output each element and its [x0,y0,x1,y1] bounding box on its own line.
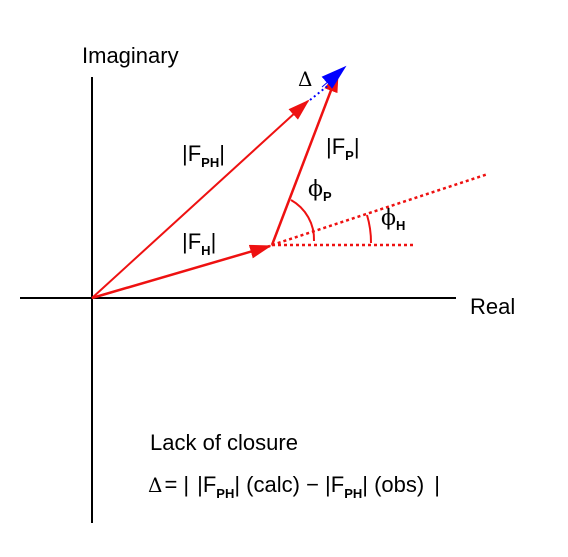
svg-text:ϕP: ϕP [308,177,332,204]
phi-p-arc [290,199,316,242]
phi-h-sub: H [396,218,405,233]
real-axis-label: Real [470,294,515,319]
eq-sub2: PH [344,486,362,501]
fh-label-sub: H [201,243,210,258]
fph-label-sub: PH [201,155,219,170]
fph-label-bar: | [182,141,188,166]
fph-label-bar-end: | [219,141,225,166]
svg-text:|FP|: |FP| [326,134,360,163]
eq-bar1: |F [197,472,216,497]
phi-h-symbol: ϕ [381,206,396,231]
svg-text:|FPH|: |FPH| [182,141,225,170]
fph-vector [91,99,310,299]
fp-label: |FP| [326,134,360,163]
eq-equals: = | [164,472,189,497]
caption-title: Lack of closure [150,430,298,455]
delta-arrow [321,65,347,89]
phase-h-reference-line [271,172,489,247]
fp-vector [270,70,340,246]
eq-delta: Δ [148,473,162,497]
fp-label-bar-end: | [354,134,360,159]
svg-text:|FH|: |FH| [182,229,216,258]
svg-text:ϕH: ϕH [381,206,405,233]
imaginary-axis-label: Imaginary [82,43,179,68]
caption-equation: Δ= ||FPH| (calc) − |FPH| (obs)| [148,472,440,501]
eq-end: | [434,472,440,497]
fh-label-f: F [188,229,201,254]
eq-calc: | (calc) − |F [234,472,344,497]
fph-label: |FPH| [182,141,225,170]
svg-text:Δ= ||FPH| (calc) − |FPH| (obs): Δ= ||FPH| (calc) − |FPH| (obs)| [148,472,440,501]
fh-label-bar-end: | [211,229,217,254]
fp-label-sub: P [345,148,354,163]
delta-label: Δ [298,67,312,91]
fph-label-f: F [188,141,201,166]
fp-label-f: F [332,134,345,159]
fh-label-bar: | [182,229,188,254]
fp-label-bar: | [326,134,332,159]
fh-label: |FH| [182,229,216,258]
phi-p-label: ϕP [308,177,332,204]
phi-p-sub: P [323,189,332,204]
phi-h-label: ϕH [381,206,405,233]
phi-h-arc [366,214,373,244]
fh-vector [91,244,272,300]
phi-p-symbol: ϕ [308,177,323,202]
eq-obs: | (obs) [362,472,424,497]
eq-sub1: PH [216,486,234,501]
